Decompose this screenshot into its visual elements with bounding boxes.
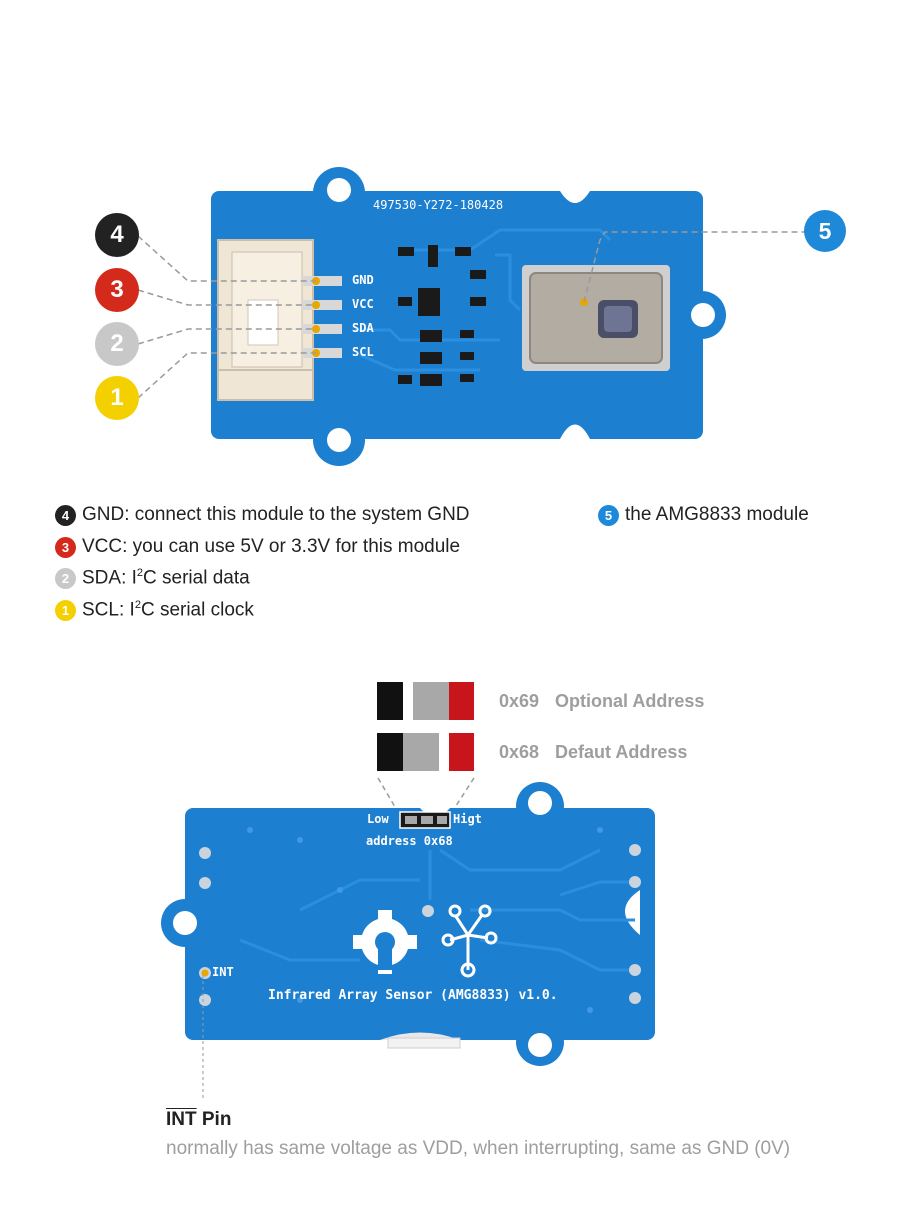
int-pin-title-overlined: INT bbox=[166, 1109, 197, 1130]
jumper-low-label: Low bbox=[367, 812, 389, 826]
jumper-black-pad bbox=[377, 682, 403, 720]
jumper-red-pad bbox=[449, 733, 474, 771]
pcb-serial-text: 497530-Y272-180428 bbox=[373, 198, 504, 212]
board-title-silkscreen: Infrared Array Sensor (AMG8833) v1.0. bbox=[268, 988, 558, 1003]
pin-label-scl: SCL bbox=[352, 345, 374, 359]
legend-item-module: 5 the AMG8833 module bbox=[598, 504, 809, 526]
legend-text-module: the AMG8833 module bbox=[625, 504, 809, 525]
jumper-high-label: Higt bbox=[453, 812, 482, 826]
address-code-default: 0x68 bbox=[499, 741, 540, 762]
legend-badge-5: 5 bbox=[598, 504, 619, 526]
jumper-gray-pad bbox=[403, 733, 439, 771]
pin-label-gnd: GND bbox=[352, 273, 374, 287]
callout-2-badge: 2 bbox=[95, 322, 139, 366]
callout-1-badge: 1 bbox=[95, 376, 139, 420]
grove-logo-icon bbox=[441, 904, 498, 978]
bottom-board-graphic bbox=[161, 777, 655, 1100]
leader-3 bbox=[137, 289, 316, 306]
callout-5-badge: 5 bbox=[804, 210, 846, 252]
legend-text-scl: SCL: I2C serial clock bbox=[82, 599, 254, 621]
legend-text-vcc: VCC: you can use 5V or 3.3V for this mod… bbox=[82, 536, 461, 557]
int-pin-description: normally has same voltage as VDD, when i… bbox=[166, 1138, 791, 1159]
address-code-optional: 0x69 bbox=[499, 690, 540, 711]
leader-4 bbox=[137, 235, 316, 282]
address-label-default: Defaut Address bbox=[555, 741, 688, 762]
top-board-figure: 497530-Y272-180428 GND VCC SDA SCL 4 3 2… bbox=[0, 0, 903, 480]
address-row-default: 0x68 Defaut Address bbox=[377, 733, 687, 771]
address-label-optional: Optional Address bbox=[555, 690, 705, 711]
leader-1 bbox=[137, 352, 316, 399]
bottom-board-figure: Low Higt address 0x68 INT Infrared Array… bbox=[0, 770, 903, 1100]
legend-text-gnd: GND: connect this module to the system G… bbox=[82, 504, 470, 525]
pin-label-sda: SDA bbox=[352, 321, 374, 335]
int-pin-title-rest: Pin bbox=[196, 1109, 232, 1130]
legend-item-scl: 1 SCL: I2C serial clock bbox=[55, 599, 254, 621]
top-board-graphic bbox=[137, 167, 805, 466]
legend-item-vcc: 3 VCC: you can use 5V or 3.3V for this m… bbox=[55, 536, 460, 558]
jumper-gray-pad bbox=[413, 682, 449, 720]
address-row-optional: 0x69 Optional Address bbox=[377, 682, 704, 720]
int-pin-title: INT Pin bbox=[166, 1109, 231, 1131]
legend-badge-2: 2 bbox=[55, 567, 76, 589]
pin-label-vcc: VCC bbox=[352, 297, 374, 311]
callout-4-badge: 4 bbox=[95, 213, 139, 257]
leader-2 bbox=[137, 328, 316, 345]
jumper-black-pad bbox=[377, 733, 403, 771]
leader-5 bbox=[583, 231, 805, 303]
jumper-red-pad bbox=[449, 682, 474, 720]
legend-text-sda: SDA: I2C serial data bbox=[82, 567, 250, 589]
jumper-address-label: address 0x68 bbox=[366, 834, 453, 848]
legend-badge-1: 1 bbox=[55, 599, 76, 621]
legend-item-gnd: 4 GND: connect this module to the system… bbox=[55, 504, 470, 526]
legend-badge-4: 4 bbox=[55, 504, 76, 526]
callout-3-badge: 3 bbox=[95, 268, 139, 312]
top-pcb bbox=[211, 167, 726, 466]
legend-badge-3: 3 bbox=[55, 536, 76, 558]
int-pad-label: INT bbox=[212, 965, 234, 979]
legend-item-sda: 2 SDA: I2C serial data bbox=[55, 567, 250, 589]
open-hardware-gear-icon bbox=[353, 910, 417, 974]
